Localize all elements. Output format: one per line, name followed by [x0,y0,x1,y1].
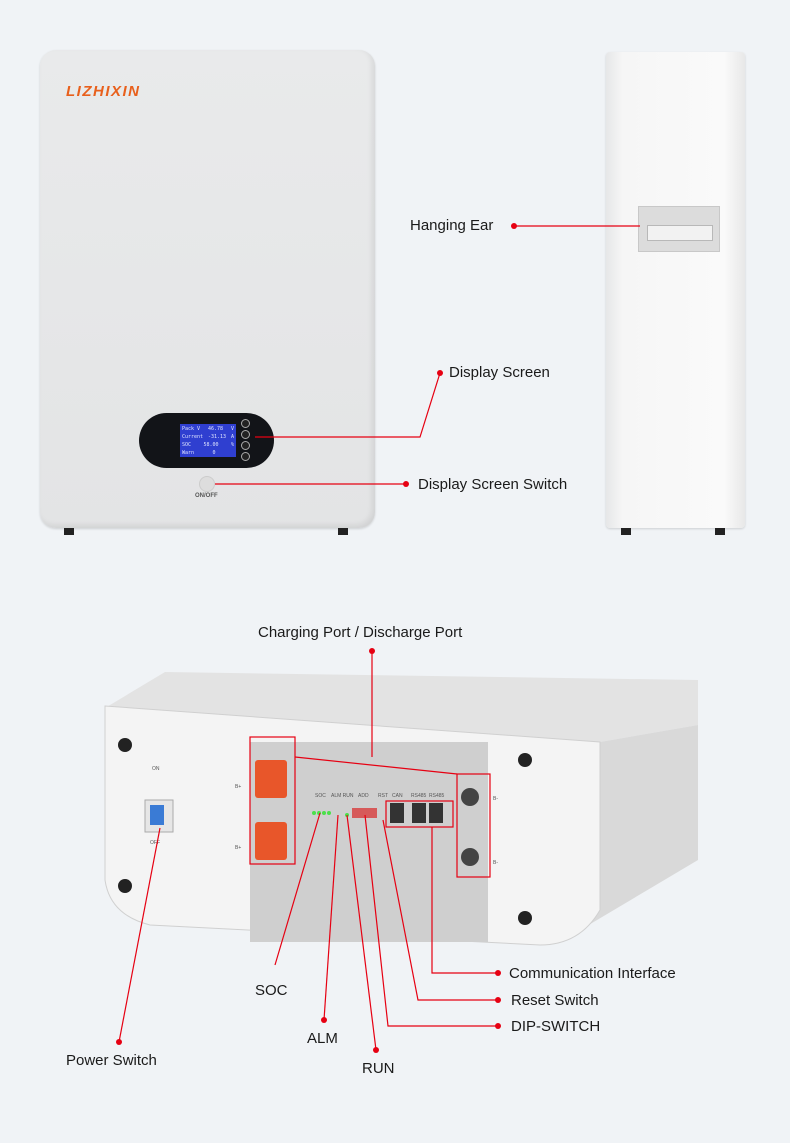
foot [621,528,631,535]
screen-buttons[interactable] [241,419,250,461]
label-power-switch: Power Switch [66,1052,157,1069]
hanging-ear [638,206,720,252]
svg-text:RST: RST [378,793,388,799]
brand-logo: LIZHIXIN [66,83,141,100]
display-power-button[interactable] [200,477,214,491]
svg-text:B+: B+ [235,784,241,790]
svg-text:ADD: ADD [358,793,369,799]
callout-lines [118,225,640,1051]
power-button-label: ON/OFF [195,493,218,499]
label-run: RUN [362,1060,395,1077]
battery-side-view [606,52,745,528]
label-hanging-ear: Hanging Ear [410,217,494,234]
label-display-screen: Display Screen [449,364,550,381]
battery-box [104,672,698,946]
svg-text:ON: ON [152,766,160,772]
foot [715,528,725,535]
panel-labels: ON OFF B+ B+ B- B- SOC ALM RUN ADD RST C… [150,766,498,866]
foot [338,528,348,535]
svg-text:B-: B- [493,860,498,866]
label-reset-switch: Reset Switch [511,992,599,1009]
foot [64,528,74,535]
label-alm: ALM [307,1030,338,1047]
esc-button [241,419,250,428]
svg-text:ALM RUN: ALM RUN [331,793,354,799]
svg-text:B+: B+ [235,845,241,851]
label-dip-switch: DIP-SWITCH [511,1018,601,1035]
svg-text:RS485: RS485 [411,793,427,799]
label-display-screen-switch: Display Screen Switch [418,476,568,493]
svg-text:B-: B- [493,796,498,802]
up-button [241,430,250,439]
label-soc: SOC [255,982,288,999]
svg-text:SOC: SOC [315,793,326,799]
svg-text:OFF: OFF [150,840,160,846]
down-button [241,441,250,450]
callout-dots [116,223,517,1053]
svg-text:RS485: RS485 [429,793,445,799]
svg-text:CAN: CAN [392,793,403,799]
enter-button [241,452,250,461]
label-communication-interface: Communication Interface [509,965,676,982]
label-charging-port: Charging Port / Discharge Port [258,624,463,641]
